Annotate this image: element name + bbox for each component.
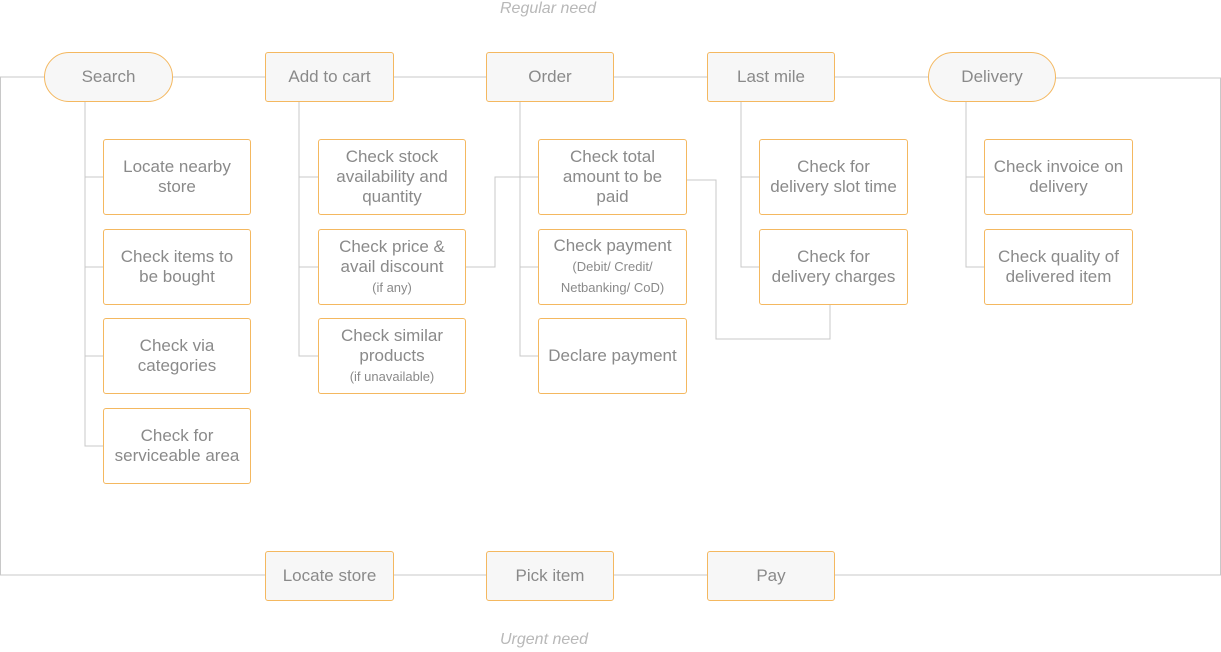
step-check-quality: Check quality of delivered item	[984, 229, 1133, 305]
step-label: Check for serviceable area	[114, 426, 240, 465]
link-total-charges	[687, 179, 831, 340]
stage-label: Last mile	[736, 67, 806, 86]
step-check-price: Check price & avail discount (if any)	[318, 229, 466, 305]
stage-label: Add to cart	[288, 67, 371, 86]
step-label: Check similar products	[340, 325, 444, 365]
step-label: Check items to be bought	[120, 247, 234, 286]
step-check-invoice: Check invoice on delivery	[984, 139, 1133, 215]
step-label: Check total amount to be paid	[562, 147, 663, 206]
step-check-similar: Check similar products (if unavailable)	[318, 318, 466, 394]
cart-spine	[298, 101, 318, 357]
stage-delivery: Delivery	[928, 52, 1056, 102]
order-spine	[519, 101, 538, 357]
delivery-spine	[965, 101, 984, 268]
step-check-total: Check total amount to be paid	[538, 139, 687, 215]
step-label: Check for delivery charges	[771, 247, 896, 286]
stage-add-to-cart: Add to cart	[265, 52, 394, 102]
step-check-payment: Check payment (Debit/ Credit/ Netbanking/…	[538, 229, 687, 305]
step-label: Check quality of delivered item	[998, 247, 1119, 286]
lastmile-spine	[740, 101, 759, 268]
step-declare-payment: Declare payment	[538, 318, 687, 394]
step-label: Check for delivery slot time	[770, 157, 897, 196]
stage-order: Order	[486, 52, 614, 102]
urgent-stage-locate-store: Locate store	[265, 551, 394, 601]
step-delivery-slot: Check for delivery slot time	[759, 139, 908, 215]
urgent-stage-pay: Pay	[707, 551, 835, 601]
step-label: Check price & avail discount	[339, 236, 445, 276]
stage-label: Order	[528, 67, 572, 86]
step-check-stock: Check stock availability and quantity	[318, 139, 466, 215]
stage-label: Pick item	[515, 566, 585, 585]
step-delivery-charges: Check for delivery charges	[759, 229, 908, 305]
step-label: Check stock availability and quantity	[336, 147, 448, 206]
urgent-stage-pick-item: Pick item	[486, 551, 614, 601]
step-note: (if any)	[372, 279, 412, 295]
step-label: Declare payment	[548, 346, 677, 365]
urgent-need-label: Urgent need	[500, 631, 589, 648]
step-locate-nearby-store: Locate nearby store	[103, 139, 251, 215]
step-label: Locate nearby store	[123, 157, 231, 196]
stage-label: Locate store	[282, 566, 377, 585]
stage-last-mile: Last mile	[707, 52, 835, 102]
stage-label: Search	[81, 67, 136, 86]
regular-need-label: Regular need	[500, 0, 597, 17]
stage-label: Delivery	[961, 67, 1023, 86]
step-check-serviceable-area: Check for serviceable area	[103, 408, 251, 484]
step-label: Check payment	[553, 236, 672, 255]
stage-label: Pay	[756, 566, 786, 585]
stage-search: Search	[44, 52, 173, 102]
step-label: Check via categories	[137, 336, 217, 375]
step-label: Check invoice on delivery	[993, 157, 1124, 196]
step-note: (Debit/ Credit/ Netbanking/ CoD)	[560, 259, 665, 295]
search-spine	[84, 101, 103, 447]
step-check-categories: Check via categories	[103, 318, 251, 394]
step-check-items: Check items to be bought	[103, 229, 251, 305]
link-price-total	[466, 176, 538, 268]
step-note: (if unavailable)	[349, 368, 435, 384]
